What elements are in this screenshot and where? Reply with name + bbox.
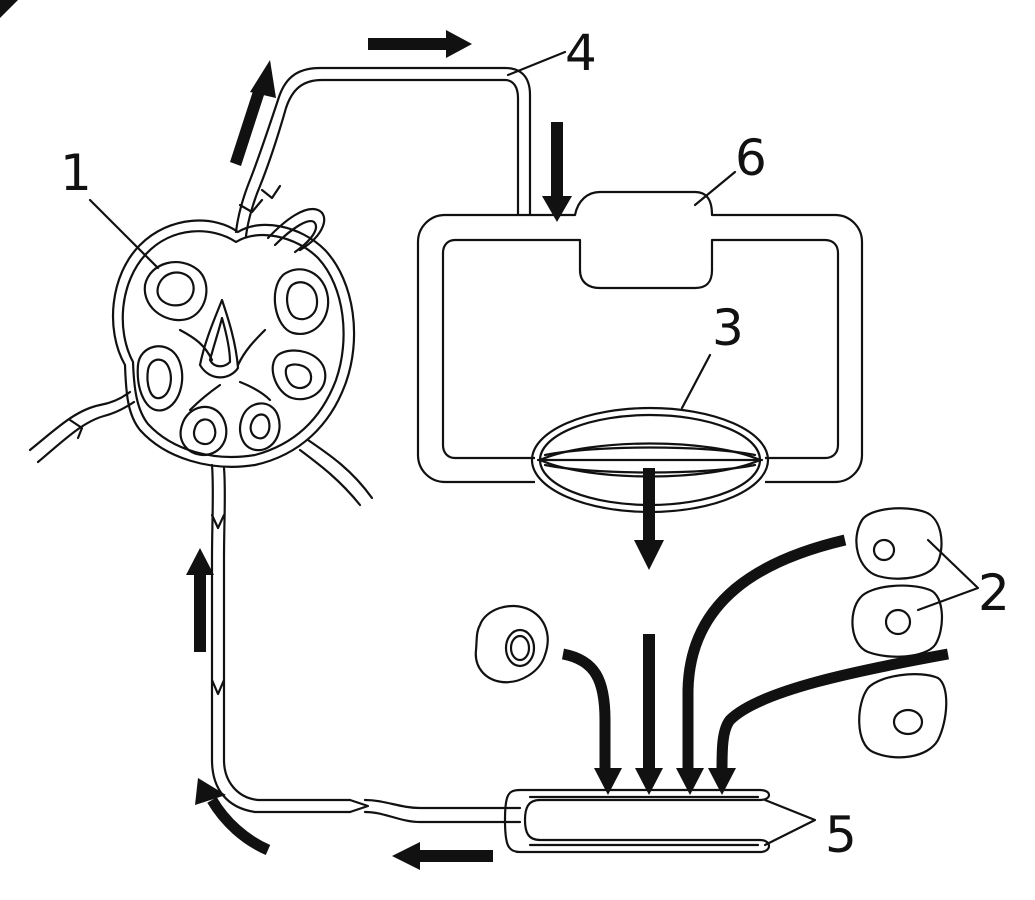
label-4: 4: [565, 24, 597, 82]
arrow-heart-head: [634, 540, 664, 570]
arrow-diag-shaft: [230, 88, 265, 166]
label-2: 2: [978, 564, 1010, 622]
arrow-left-head: [392, 842, 420, 870]
arrow-heart-shaft: [643, 468, 655, 544]
leader-lines: [88, 50, 980, 847]
arrow-top-right-shaft: [368, 38, 448, 50]
arrow-top-right-head: [446, 30, 472, 58]
arrow-left-shaft: [418, 850, 493, 862]
arrow-flow-4-head: [708, 768, 736, 795]
label-1: 1: [60, 144, 92, 202]
lymph-vessel-return: [210, 463, 522, 824]
label-6: 6: [735, 129, 767, 187]
arrow-flow-3-shaft: [682, 534, 847, 770]
arrow-flow-1-shaft: [561, 648, 611, 770]
lymph-capillary: [503, 788, 771, 854]
arrow-down-head: [542, 196, 572, 222]
arrow-flow-2-shaft: [643, 634, 655, 770]
arrow-diag-head: [250, 60, 276, 98]
arrow-flow-2-head: [635, 768, 663, 795]
arrow-flow-3-head: [676, 768, 704, 795]
efferent-lymph-vessel: [234, 66, 532, 238]
arrow-down-shaft: [551, 122, 563, 200]
arrow-flow-1-head: [594, 768, 622, 795]
label-3: 3: [712, 299, 744, 357]
lymph-node: [28, 207, 374, 507]
arrow-up-shaft: [194, 570, 206, 652]
label-5: 5: [825, 806, 857, 864]
arrow-flow-4-shaft: [716, 648, 949, 771]
arrow-curve-head: [195, 778, 226, 805]
arrow-curve-shaft: [207, 797, 271, 856]
flow-arrows: [186, 30, 949, 870]
tissue-cells: [474, 507, 948, 759]
circulation-frame: [416, 190, 864, 484]
arrow-up-head: [186, 548, 214, 575]
corner-mark: [0, 0, 18, 18]
